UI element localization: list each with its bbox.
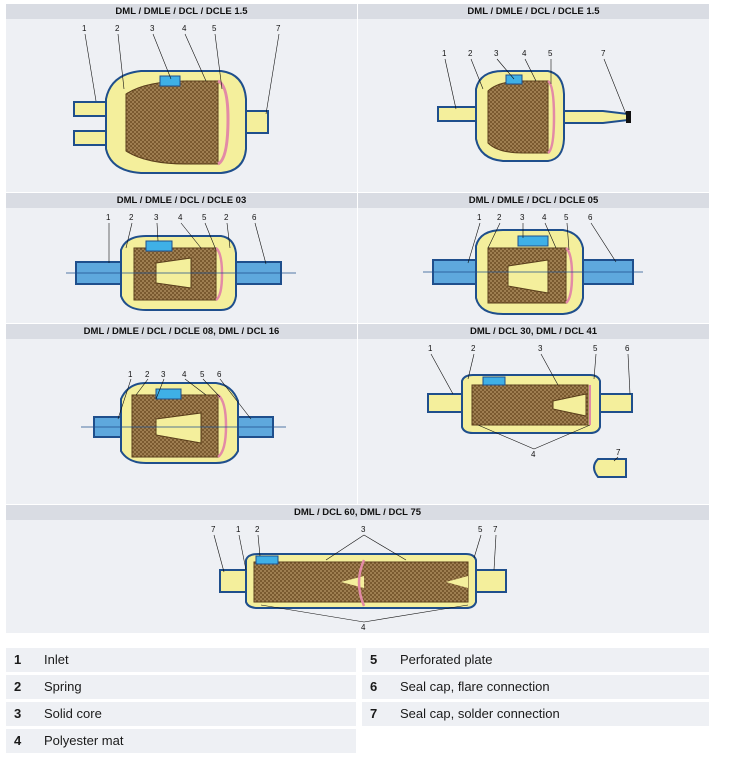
filter-drier-diagram-6: 1 2 3 5 6 4 7 (427, 344, 633, 478)
svg-text:7: 7 (276, 24, 281, 33)
svg-text:7: 7 (493, 525, 498, 534)
svg-text:1: 1 (106, 213, 111, 222)
diagram-panel-4: DML / DMLE / DCL / DCLE 05 1 2 3 4 5 6 (358, 193, 709, 323)
filter-drier-diagram-4: 1 2 3 4 5 6 (423, 213, 643, 315)
svg-text:5: 5 (564, 213, 569, 222)
filter-drier-diagram-7: 7 1 2 3 5 7 4 (211, 525, 507, 632)
svg-text:6: 6 (588, 213, 593, 222)
svg-text:5: 5 (478, 525, 483, 534)
svg-text:3: 3 (520, 213, 525, 222)
svg-text:5: 5 (593, 344, 598, 353)
filter-drier-diagram-1: 1 2 3 4 5 7 (73, 24, 281, 174)
legend-number: 6 (370, 679, 378, 694)
legend-number: 5 (370, 652, 378, 667)
panel-3-title: DML / DMLE / DCL / DCLE 03 (6, 193, 357, 208)
svg-text:1: 1 (442, 49, 447, 58)
svg-text:3: 3 (361, 525, 366, 534)
svg-text:1: 1 (128, 370, 133, 379)
svg-text:2: 2 (255, 525, 260, 534)
svg-text:4: 4 (182, 370, 187, 379)
svg-text:4: 4 (182, 24, 187, 33)
svg-text:4: 4 (542, 213, 547, 222)
svg-text:6: 6 (252, 213, 257, 222)
legend-label: Spring (44, 679, 82, 694)
svg-text:3: 3 (150, 24, 155, 33)
svg-text:2: 2 (115, 24, 120, 33)
svg-text:1: 1 (428, 344, 433, 353)
svg-text:3: 3 (494, 49, 499, 58)
panel-5-title: DML / DMLE / DCL / DCLE 08, DML / DCL 16 (6, 324, 357, 339)
legend-item-4: 4 Polyester mat (6, 729, 356, 753)
legend-label: Solid core (44, 706, 102, 721)
diagram-panel-3: DML / DMLE / DCL / DCLE 03 1 2 3 4 5 2 6 (6, 193, 357, 323)
svg-text:3: 3 (538, 344, 543, 353)
svg-text:4: 4 (361, 623, 366, 632)
filter-drier-diagram-3: 1 2 3 4 5 2 6 (66, 213, 296, 311)
svg-text:7: 7 (601, 49, 606, 58)
svg-text:1: 1 (82, 24, 87, 33)
diagram-panel-7: DML / DCL 60, DML / DCL 75 7 1 2 3 5 7 4 (6, 505, 709, 633)
diagram-panel-6: DML / DCL 30, DML / DCL 41 1 2 3 5 6 4 7 (358, 324, 709, 504)
legend-label: Perforated plate (400, 652, 493, 667)
legend-label: Polyester mat (44, 733, 124, 748)
svg-text:2: 2 (129, 213, 134, 222)
legend-item-6: 6 Seal cap, flare connection (362, 675, 709, 699)
svg-text:4: 4 (522, 49, 527, 58)
legend-item-7: 7 Seal cap, solder connection (362, 702, 709, 726)
legend-item-5: 5 Perforated plate (362, 648, 709, 672)
legend-item-1: 1 Inlet (6, 648, 356, 672)
filter-drier-diagram-5: 1 2 3 4 5 6 (81, 370, 286, 464)
svg-text:5: 5 (212, 24, 217, 33)
svg-text:6: 6 (625, 344, 630, 353)
svg-text:5: 5 (548, 49, 553, 58)
svg-text:2: 2 (497, 213, 502, 222)
svg-text:7: 7 (211, 525, 216, 534)
diagram-panel-2: DML / DMLE / DCL / DCLE 1.5 1 2 3 4 5 7 (358, 4, 709, 192)
panel-4-title: DML / DMLE / DCL / DCLE 05 (358, 193, 709, 208)
diagram-panel-5: DML / DMLE / DCL / DCLE 08, DML / DCL 16… (6, 324, 357, 504)
svg-text:1: 1 (236, 525, 241, 534)
svg-text:6: 6 (217, 370, 222, 379)
svg-text:2: 2 (471, 344, 476, 353)
svg-text:2: 2 (145, 370, 150, 379)
diagram-panel-1: DML / DMLE / DCL / DCLE 1.5 1 2 3 4 5 7 (6, 4, 357, 192)
legend-label: Inlet (44, 652, 69, 667)
legend-item-2: 2 Spring (6, 675, 356, 699)
panel-1-title: DML / DMLE / DCL / DCLE 1.5 (6, 4, 357, 19)
svg-text:4: 4 (531, 450, 536, 459)
svg-text:7: 7 (616, 448, 621, 457)
legend-label: Seal cap, flare connection (400, 679, 550, 694)
filter-drier-diagram-2: 1 2 3 4 5 7 (437, 49, 631, 162)
legend-number: 4 (14, 733, 22, 748)
svg-text:5: 5 (202, 213, 207, 222)
panel-6-title: DML / DCL 30, DML / DCL 41 (358, 324, 709, 339)
svg-text:4: 4 (178, 213, 183, 222)
svg-text:3: 3 (154, 213, 159, 222)
legend-label: Seal cap, solder connection (400, 706, 560, 721)
legend-number: 7 (370, 706, 378, 721)
svg-text:1: 1 (477, 213, 482, 222)
svg-text:2: 2 (468, 49, 473, 58)
legend-number: 1 (14, 652, 22, 667)
svg-text:3: 3 (161, 370, 166, 379)
svg-text:5: 5 (200, 370, 205, 379)
panel-7-title: DML / DCL 60, DML / DCL 75 (6, 505, 709, 520)
panel-2-title: DML / DMLE / DCL / DCLE 1.5 (358, 4, 709, 19)
legend-item-3: 3 Solid core (6, 702, 356, 726)
legend-number: 2 (14, 679, 22, 694)
svg-text:2: 2 (224, 213, 229, 222)
legend-number: 3 (14, 706, 22, 721)
